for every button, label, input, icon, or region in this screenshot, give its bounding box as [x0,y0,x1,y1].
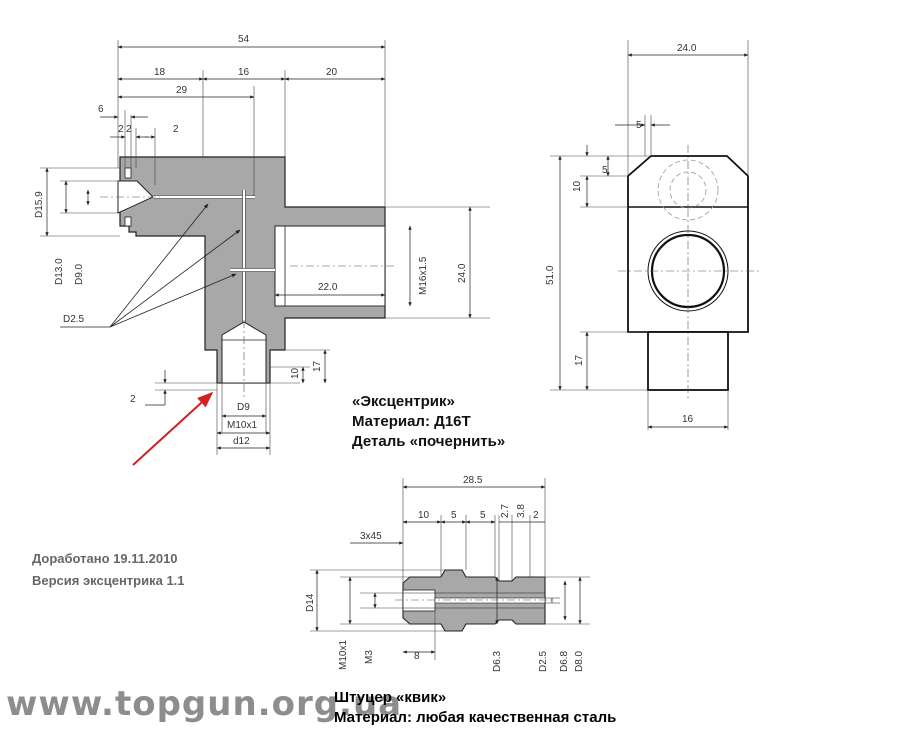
dim-18: 18 [154,67,166,78]
side-dim-5-b: 5 [602,165,608,176]
eccentric-side-view: 24.0 5 10 5 51.0 17 16 [545,40,760,430]
fit-dim-D14: D14 [305,593,316,612]
dim-22: 22.0 [318,282,338,293]
red-pointer-arrow [132,391,214,466]
dim-d12: d12 [233,436,250,447]
fit-dim-10: 10 [418,510,430,521]
dim-D15-9: D15.9 [34,191,45,218]
fit-dim-D8-0: D8.0 [574,650,585,672]
eccentric-title: «Эксцентрик» [352,393,455,410]
dim-2-b: 2 [126,124,132,135]
fitting-title: Штуцер «квик» [334,689,447,706]
side-dim-24: 24.0 [677,43,697,54]
dim-M10x1: M10x1 [227,420,257,431]
fit-dim-3-8: 3.8 [516,504,527,518]
dim-10: 10 [290,367,301,379]
revision-version: Версия эксцентрика 1.1 [32,573,185,588]
dim-6: 6 [98,104,104,115]
fit-dim-M10x1: M10x1 [338,640,349,670]
side-dim-10: 10 [572,180,583,192]
watermark: www.topgun.org.ua [6,684,403,724]
side-dim-51: 51.0 [545,265,556,285]
side-dim-5-a: 5 [636,120,642,131]
fit-dim-D6-8: D6.8 [559,650,570,672]
eccentric-notes: «Эксцентрик» Материал: Д16Т Деталь «поче… [352,392,505,452]
fit-dim-28-5: 28.5 [463,475,483,486]
dim-2-a: 2 [118,124,124,135]
dim-D2-5: D2.5 [63,314,85,325]
fit-dim-D6-3: D6.3 [492,650,503,672]
fit-dim-M3: M3 [364,650,375,664]
dim-2-d: 2 [130,394,136,405]
fit-dim-D2-5: D2.5 [538,650,549,672]
revision-notes: Доработано 19.11.2010 Версия эксцентрика… [32,548,185,592]
eccentric-section-view: 54 18 16 20 29 6 2 2 2 D15.9 D13.0 D9.0 … [34,34,490,466]
dim-17: 17 [312,360,323,372]
dim-D13-0: D13.0 [54,258,65,285]
dim-16: 16 [238,67,250,78]
fitting-notes: Штуцер «квик» Материал: любая качественн… [334,688,616,728]
fitting-material: Материал: любая качественная сталь [334,709,617,726]
fit-dim-5-a: 5 [451,510,457,521]
eccentric-finish: Деталь «почернить» [352,433,506,450]
fit-dim-2: 2 [533,510,539,521]
side-dim-16: 16 [682,414,694,425]
fit-dim-8: 8 [414,651,420,662]
fit-dim-2-7: 2.7 [500,504,511,518]
revision-date: Доработано 19.11.2010 [32,551,178,566]
side-dim-17: 17 [574,354,585,366]
eccentric-material: Материал: Д16Т [352,413,471,430]
dim-2-c: 2 [173,124,179,135]
dim-29: 29 [176,85,188,96]
dim-24: 24.0 [457,263,468,283]
dim-D9-0: D9.0 [74,263,85,285]
dim-D9: D9 [237,402,250,413]
fitting-view: 28.5 10 5 5 2.7 3.8 2 3x45 D14 M10x1 M3 … [305,475,590,672]
fit-dim-5-b: 5 [480,510,486,521]
dim-54: 54 [238,34,250,45]
fit-dim-chamfer: 3x45 [360,531,382,542]
dim-M16x1-5: M16x1.5 [418,256,429,295]
dim-20: 20 [326,67,338,78]
